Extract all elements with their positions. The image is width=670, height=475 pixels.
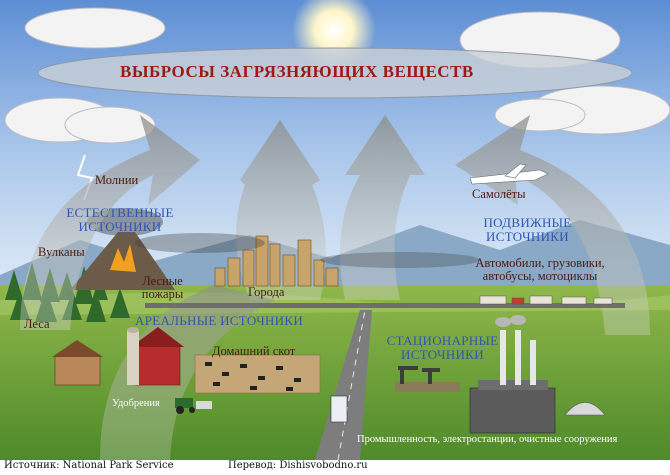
industry <box>395 315 606 434</box>
label-forests: Леса <box>24 317 50 331</box>
airplane-icon <box>469 163 549 185</box>
title-ellipse <box>37 47 633 99</box>
label-cities: Города <box>248 285 285 299</box>
city-skyline <box>214 235 339 287</box>
page-title: ВЫБРОСЫ ЗАГРЯЗНЯЮЩИХ ВЕЩЕСТВ <box>120 62 474 81</box>
arrow-mobile <box>455 115 650 335</box>
label-mobile-sources: ПОДВИЖНЫЕ ИСТОЧНИКИ <box>483 215 572 244</box>
truck-icon <box>330 395 348 423</box>
label-lightning: Молнии <box>95 173 139 187</box>
livestock <box>205 362 301 391</box>
label-volcanoes: Вулканы <box>38 245 85 259</box>
label-forest-fires: Лесные пожары <box>141 274 184 302</box>
label-stationary-sources: СТАЦИОНАРНЫЕ ИСТОЧНИКИ <box>386 333 499 362</box>
footer-source: Источник: National Park Service <box>4 460 174 471</box>
label-natural-sources: ЕСТЕСТВЕННЫЕ ИСТОЧНИКИ <box>66 205 174 234</box>
arrow-natural <box>20 115 200 330</box>
tractor-icon <box>175 398 212 414</box>
volcano-smoke <box>87 208 163 236</box>
smoke <box>135 233 265 253</box>
arrow-stationary <box>340 115 425 300</box>
arrow-area <box>100 285 275 460</box>
highway <box>145 303 625 308</box>
vehicles <box>479 295 613 305</box>
landscape-scene <box>0 0 670 460</box>
footer-translation: Перевод: Dishisvobodno.ru <box>228 460 368 471</box>
farm <box>52 327 321 394</box>
label-fertilizers: Удобрения <box>112 398 160 409</box>
label-area-sources: АРЕАЛЬНЫЕ ИСТОЧНИКИ <box>135 313 304 328</box>
label-vehicles: Автомобили, грузовики, автобусы, мотоцик… <box>475 256 605 284</box>
cloud-left <box>4 7 166 144</box>
label-industry: Промышленность, электростанции, очистные… <box>357 434 618 445</box>
fire-icon <box>110 244 136 272</box>
oil-pump-icon <box>398 366 440 384</box>
road <box>315 310 372 460</box>
label-airplanes: Самолёты <box>472 187 526 201</box>
label-livestock: Домашний скот <box>212 344 296 358</box>
